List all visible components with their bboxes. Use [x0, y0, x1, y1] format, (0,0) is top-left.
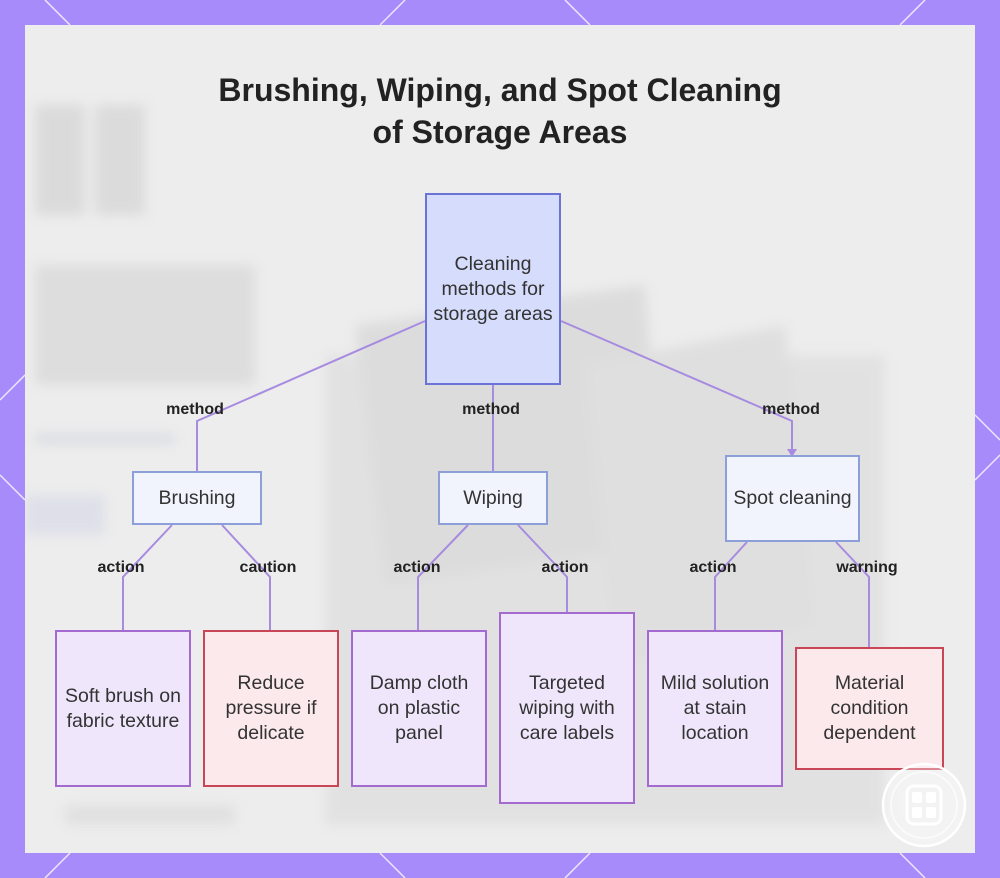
arrowhead-spot — [787, 449, 797, 457]
edge-wiping-damp — [417, 524, 469, 630]
edge-label-action-1: action — [97, 559, 145, 576]
root-node: Cleaning methods for storage areas — [425, 193, 561, 385]
edge-root-brushing — [196, 320, 426, 471]
method-node-spot-cleaning: Spot cleaning — [725, 455, 860, 542]
method-node-brushing: Brushing — [132, 471, 262, 525]
leaf-node-mild-solution: Mild solution at stain location — [647, 630, 783, 787]
edge-label-warning: warning — [836, 559, 898, 576]
method-node-wiping: Wiping — [438, 471, 548, 525]
edge-label-action-2: action — [393, 559, 441, 576]
leaf-node-damp-cloth: Damp cloth on plastic panel — [351, 630, 487, 787]
diagram-edges — [122, 320, 870, 647]
edge-spot-material — [835, 541, 870, 647]
edge-brushing-reduce — [221, 524, 271, 630]
edge-label-action-4: action — [689, 559, 737, 576]
edge-brushing-soft — [122, 524, 173, 630]
edge-label-action-3: action — [541, 559, 589, 576]
title-line-2: of Storage Areas — [372, 114, 628, 150]
leaf-node-soft-brush: Soft brush on fabric texture — [55, 630, 191, 787]
edge-spot-mild — [714, 541, 748, 630]
diagram-title: Brushing, Wiping, and Spot Cleaning of S… — [25, 69, 975, 153]
edge-root-spot — [560, 320, 793, 455]
edge-label-method-3: method — [762, 401, 820, 418]
edge-wiping-targeted — [517, 524, 568, 612]
title-line-1: Brushing, Wiping, and Spot Cleaning — [218, 72, 782, 108]
edge-label-caution: caution — [239, 559, 297, 576]
leaf-node-material-condition: Material condition dependent — [795, 647, 944, 770]
edge-label-method-1: method — [166, 401, 224, 418]
leaf-node-targeted-wiping: Targeted wiping with care labels — [499, 612, 635, 804]
diagram-card: Brushing, Wiping, and Spot Cleaning of S… — [25, 25, 975, 853]
app-logo-icon — [881, 762, 967, 848]
leaf-node-reduce-pressure: Reduce pressure if delicate — [203, 630, 339, 787]
edge-label-method-2: method — [462, 401, 520, 418]
